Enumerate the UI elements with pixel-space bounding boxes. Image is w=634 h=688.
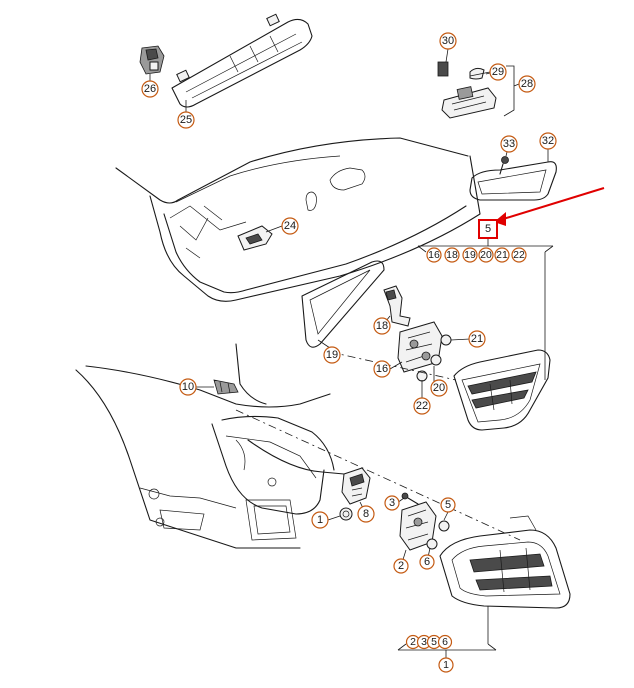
outer-lamp-group-labels: 2 3 5 6 1 (405, 634, 454, 673)
callout-2: 2 (393, 558, 409, 574)
rear-body-quarter (75, 343, 335, 549)
rear-reflector (469, 161, 557, 201)
svg-text:32: 32 (542, 135, 554, 147)
callout-10: 10 (179, 378, 197, 396)
outer-group-item-1: 2 (410, 636, 416, 648)
screw-33 (499, 156, 509, 175)
callout-24: 24 (281, 217, 299, 235)
svg-text:8: 8 (363, 508, 369, 520)
callout-1: 1 (311, 511, 329, 529)
svg-text:10: 10 (182, 381, 194, 393)
callout-20: 20 (430, 379, 448, 397)
svg-text:20: 20 (433, 382, 445, 394)
callout-33: 33 (500, 135, 518, 153)
svg-text:24: 24 (284, 220, 296, 232)
outer-lamp-group-bracket (397, 606, 497, 658)
inner-group-item-4: 20 (480, 249, 492, 261)
bulbs-20-21-22 (416, 334, 452, 382)
svg-text:30: 30 (442, 35, 454, 47)
callout-6: 6 (419, 554, 435, 570)
callout-22: 22 (413, 397, 431, 415)
svg-text:1: 1 (317, 514, 323, 526)
svg-text:19: 19 (326, 349, 338, 361)
inner-lamp-group-labels: 16 18 19 20 21 22 (426, 247, 527, 263)
inner-lamp-ref-label: 5 (485, 223, 491, 235)
callout-18: 18 (373, 317, 391, 335)
boot-lid (115, 137, 481, 302)
callout-28: 28 (518, 75, 536, 93)
svg-text:33: 33 (503, 138, 515, 150)
svg-text:21: 21 (471, 333, 483, 345)
callout-8: 8 (357, 505, 375, 523)
lamp-seal-19 (301, 260, 385, 348)
callout-30: 30 (439, 32, 457, 50)
grommet (339, 507, 353, 521)
licence-plate-light-assembly (437, 61, 497, 119)
svg-text:22: 22 (416, 400, 428, 412)
screw-3 (401, 492, 419, 505)
svg-text:3: 3 (389, 497, 395, 509)
outer-group-item-3: 5 (431, 636, 437, 648)
part-callouts: 25 26 30 29 28 33 32 24 19 18 21 16 20 2… (141, 32, 557, 574)
svg-text:28: 28 (521, 78, 533, 90)
callout-25: 25 (177, 111, 195, 129)
outer-group-item-2: 3 (421, 636, 427, 648)
inner-group-item-2: 18 (446, 249, 458, 261)
svg-text:5: 5 (445, 499, 451, 511)
connector-26 (139, 45, 165, 75)
highlight-arrow (494, 187, 605, 226)
highlight-box (478, 219, 498, 239)
high-level-brake-light (171, 13, 313, 108)
svg-text:25: 25 (180, 114, 192, 126)
callout-3: 3 (384, 495, 400, 511)
callout-5: 5 (440, 497, 456, 513)
svg-text:18: 18 (376, 320, 388, 332)
inner-group-item-5: 21 (496, 249, 508, 261)
inner-group-item-6: 22 (513, 249, 525, 261)
wiring-connector-8 (247, 439, 371, 505)
bulb-carrier-2 (399, 501, 437, 551)
callout-21: 21 (468, 330, 486, 348)
svg-text:6: 6 (424, 556, 430, 568)
callout-29: 29 (489, 63, 507, 81)
bulbs-5-6 (426, 520, 450, 550)
callout-32: 32 (539, 132, 557, 150)
svg-text:2: 2 (398, 560, 404, 572)
outer-tail-lamp (439, 515, 571, 609)
inner-tail-lamp (453, 349, 551, 431)
svg-text:29: 29 (492, 66, 504, 78)
svg-text:26: 26 (144, 83, 156, 95)
outer-lamp-ref-label: 1 (443, 659, 449, 671)
svg-text:16: 16 (376, 363, 388, 375)
outer-group-item-4: 6 (442, 636, 448, 648)
callout-19: 19 (323, 346, 341, 364)
alignment-axis (235, 409, 521, 541)
callout-16: 16 (373, 360, 391, 378)
inner-lamp-group-bracket (417, 238, 554, 380)
clip-10 (213, 379, 239, 395)
alignment-axis-inner (329, 351, 457, 381)
inner-group-item-1: 16 (428, 249, 440, 261)
callout-26: 26 (141, 80, 159, 98)
inner-group-item-3: 19 (464, 249, 476, 261)
bracket-18 (383, 285, 411, 327)
boot-lid-sensor-24 (237, 225, 273, 251)
